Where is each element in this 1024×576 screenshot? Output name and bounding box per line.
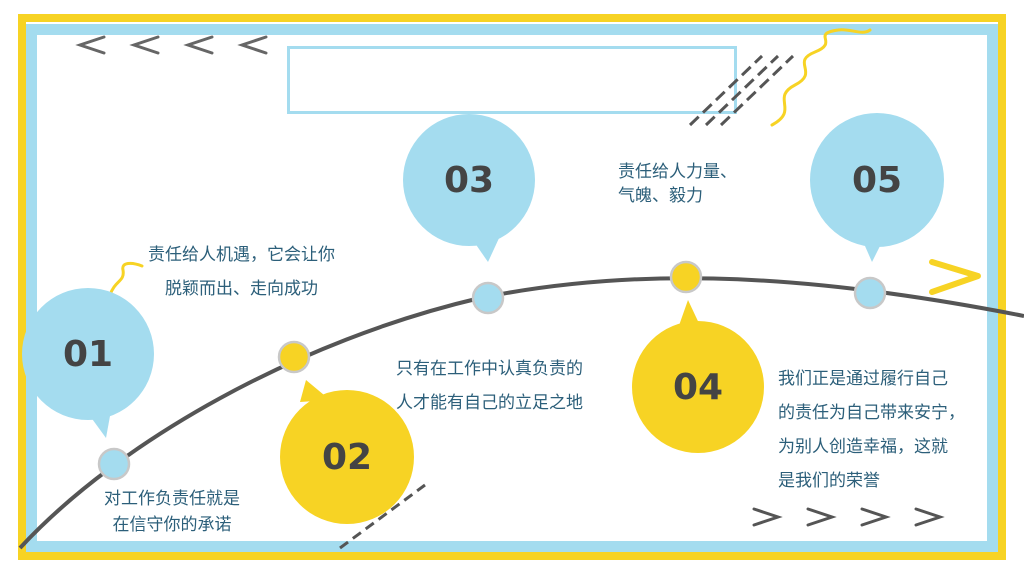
step-text-line: 人才能有自己的立足之地 [396, 393, 583, 413]
step-text-line: 我们正是通过履行自己 [778, 369, 948, 389]
step-text-01: 对工作负责任就是 在信守你的承诺 [104, 486, 240, 538]
step-number: 03 [443, 159, 495, 201]
step-bubble-05: 05 [810, 113, 944, 247]
step-number: 02 [321, 436, 373, 478]
dashed-lines [688, 54, 795, 127]
step-text-line: 只有在工作中认真负责的 [396, 359, 583, 379]
step-text-line: 为别人创造幸福，这就 [778, 437, 948, 457]
left-chevrons-icon [75, 35, 268, 55]
step-text-04: 责任给人力量、 气魄、毅力 [618, 160, 737, 208]
squiggle-icon [770, 28, 872, 127]
outer-yellow-frame [18, 14, 1006, 560]
timeline-dot-01 [97, 447, 131, 481]
timeline-dot-05 [853, 276, 887, 310]
timeline-dot-02 [277, 340, 311, 374]
step-text-line: 气魄、毅力 [618, 186, 703, 206]
step-text-line: 是我们的荣誉 [778, 471, 880, 491]
step-text-02: 责任给人机遇，它会让你 脱颖而出、走向成功 [148, 238, 335, 306]
step-number: 01 [62, 333, 114, 375]
timeline-dot-04 [669, 260, 703, 294]
step-text-line: 在信守你的承诺 [112, 515, 232, 535]
step-text-03: 只有在工作中认真负责的 人才能有自己的立足之地 [396, 352, 583, 420]
step-text-line: 责任给人机遇，它会让你 [148, 245, 335, 265]
squiggle-icon [108, 261, 144, 297]
step-bubble-04: 04 [632, 321, 764, 453]
timeline-dot-03 [471, 281, 505, 315]
step-text-line: 责任给人力量、 [618, 162, 737, 182]
step-number: 05 [851, 159, 903, 201]
step-bubble-03: 03 [403, 114, 535, 246]
step-bubble-01: 01 [22, 288, 154, 420]
right-chevrons-icon [752, 507, 945, 527]
title-box[interactable] [287, 46, 737, 114]
step-bubble-02: 02 [280, 390, 414, 524]
step-text-line: 对工作负责任就是 [104, 489, 240, 509]
dashed-lines-bottom [339, 483, 426, 550]
inner-blue-frame [26, 24, 998, 552]
step-text-line: 的责任为自己带来安宁， [778, 403, 965, 423]
step-number: 04 [672, 366, 724, 408]
step-text-line: 脱颖而出、走向成功 [165, 279, 318, 299]
step-text-05: 我们正是通过履行自己 的责任为自己带来安宁， 为别人创造幸福，这就 是我们的荣誉 [778, 362, 965, 498]
right-chevron-icon [929, 259, 981, 295]
